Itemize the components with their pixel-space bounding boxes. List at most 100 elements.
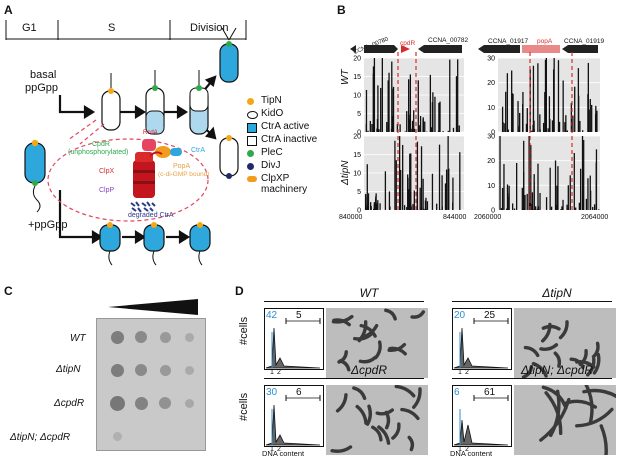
- legend-clpxp-label: ClpXP machinery: [261, 173, 308, 195]
- track-tipn-right-bar-67: [539, 192, 541, 210]
- colony-spot: [159, 364, 171, 376]
- track-tipn-left-bar-41: [413, 190, 415, 210]
- cell-top-4: [219, 27, 239, 83]
- track-tipn-left-ytick-0: 20: [353, 134, 361, 141]
- track-tipn-right-bar-52: [503, 164, 505, 210]
- track-wt-right-bar-38: [582, 130, 584, 132]
- panel-a-legend: TipN KidO CtrA active CtrA inactive PleC…: [247, 95, 337, 195]
- phase-contrast-micrograph: [514, 385, 616, 455]
- track-tipn-left-bar-13: [398, 136, 401, 210]
- track-tipn-right-bar-25: [560, 209, 562, 210]
- track-tipn-right-bar-29: [569, 175, 571, 210]
- track-tipn-right-bar-48: [555, 204, 557, 210]
- track-wt-left-bar-67: [404, 131, 406, 132]
- track-tipn-left-bar-29: [447, 136, 449, 210]
- track-wt-right-bar-63: [531, 130, 533, 132]
- track-tipn-right-bar-59: [526, 193, 528, 210]
- legend-plec: PleC: [247, 147, 337, 160]
- tipn-dot-icon: [247, 98, 254, 105]
- track-wt-right-bar-4: [506, 73, 509, 132]
- track-tipn-right-bar-31: [587, 178, 589, 210]
- track-tipn-left-bar-35: [394, 140, 396, 210]
- track-wt-left-ytick-3: 5: [357, 111, 361, 118]
- track-tipn-left-bar-42: [416, 141, 419, 210]
- track-tipn-left-bar-30: [448, 168, 450, 210]
- dna-tick-2: 2: [465, 446, 469, 453]
- track-wt-left-bar-49: [422, 117, 424, 132]
- cpdr-sub-label: (unphosphorylated): [68, 149, 129, 156]
- track-wt-left-bar-48: [409, 74, 412, 132]
- spot-row-wt: WT: [70, 333, 86, 344]
- track-wt-left-bar-39: [438, 102, 440, 132]
- track-wt-left-bar-25: [439, 101, 441, 132]
- colony-spot: [184, 332, 194, 342]
- track-tipn-right-bar-45: [575, 207, 577, 210]
- track-wt-right-bar-40: [588, 109, 590, 132]
- track-tipn-right-bar-46: [533, 174, 535, 210]
- track-wt-right-bar-19: [562, 80, 564, 132]
- track-wt-left-bar-7: [413, 128, 416, 132]
- track-tipn-right-bar-64: [531, 192, 534, 210]
- colony-spot: [112, 431, 122, 441]
- track-wt-left-bar-18: [418, 125, 420, 132]
- cell-cycle-phase-bar: [5, 20, 247, 40]
- track-tipn-right-bar-4: [585, 198, 588, 210]
- track-tipn-right-ytick-3: 0: [491, 208, 495, 215]
- dna-tick-1: 1: [458, 369, 462, 376]
- cell-top-1: [101, 73, 121, 131]
- track-tipn-right-bar-44: [581, 136, 584, 210]
- track-wt-right-bar-24: [549, 118, 551, 132]
- cpdr-label: CpdR: [92, 141, 110, 148]
- track-wt-right-bar-23: [574, 86, 576, 132]
- track-tipn-right-bar-33: [511, 203, 514, 210]
- track-wt-left-bar-26: [378, 129, 380, 132]
- divj-dot-icon: [247, 163, 254, 170]
- track-tipn-left-bar-39: [376, 203, 379, 210]
- gene-arrow-ccna-00780: [364, 45, 398, 53]
- track-tipn-right-bar-22: [528, 136, 530, 210]
- popa-label: PopA: [173, 163, 191, 170]
- track-tipn-left-bar-17: [412, 204, 414, 210]
- track-tipn-right-bar-26: [524, 194, 526, 210]
- track-tipn-left-bar-14: [444, 183, 447, 210]
- track-tipn-right-bar-37: [521, 208, 524, 210]
- track-wt-right-ytick-0: 30: [487, 56, 495, 63]
- track-wt-left-bar-54: [429, 74, 432, 132]
- track-wt-right-bar-52: [552, 127, 554, 132]
- track-tipn-left-bar-31: [420, 146, 423, 210]
- percent-gt2n: 61: [484, 387, 496, 398]
- track-tipn-left-bar-66: [408, 189, 410, 210]
- track-wt-right-bar-54: [572, 115, 574, 132]
- ctra-complex-label: CtrA: [191, 147, 205, 154]
- track-wt-right-bar-21: [596, 110, 598, 132]
- track-wt-right-bar-11: [511, 70, 513, 132]
- track-wt-left-bar-41: [396, 123, 399, 132]
- panel-a-label: A: [4, 3, 13, 17]
- legend-tipn-label: TipN: [261, 95, 282, 106]
- track-wt-right-bar-2: [570, 102, 572, 132]
- track-tipn-left-bar-43: [373, 202, 376, 210]
- track-wt-left-bar-51: [452, 127, 455, 132]
- track-tipn-right-ytick-0: 30: [487, 134, 495, 141]
- track-wt-right-bar-67: [512, 95, 514, 132]
- track-tipn-right-bar-47: [554, 160, 557, 210]
- plec-dot-icon: [247, 150, 254, 157]
- micrograph-cells: [330, 385, 422, 453]
- track-tipn-left-bar-18: [388, 191, 391, 210]
- track-wt-right-bar-18: [553, 58, 555, 132]
- dna-content-label: DNA content: [450, 449, 493, 458]
- track-tipn-left-ytick-2: 10: [353, 171, 361, 178]
- track-tipn-right-bar-21: [500, 208, 503, 210]
- track-tipn-left-bar-40: [370, 206, 372, 210]
- colony-spot: [110, 330, 124, 344]
- legend-ctra-active-label: CtrA active: [261, 121, 310, 132]
- track-tipn-left-bar-37: [431, 173, 434, 210]
- micrograph-cells: [331, 308, 426, 372]
- track-wt-right-bar-66: [526, 108, 528, 132]
- track-tipn-left-bar-58: [441, 175, 443, 210]
- track-tipn-left-bar-68: [407, 174, 409, 210]
